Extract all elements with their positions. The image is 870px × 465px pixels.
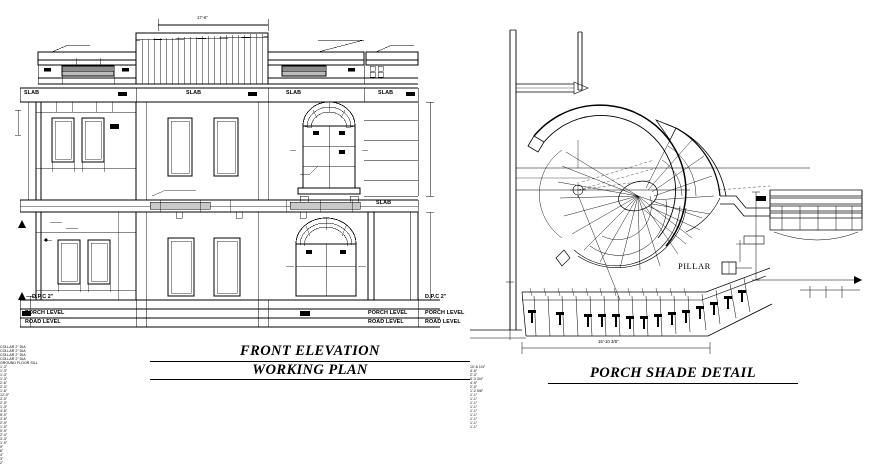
collar-note-4: COLLAR 2" DIA <box>0 357 26 361</box>
road-level-label-left: ROAD LEVEL <box>25 319 61 325</box>
radius-dim-2: 4'-6" <box>470 369 478 373</box>
right-dim-1: 3'-0" <box>0 397 8 401</box>
front-elevation-panel: 17'-6" COLLAR 2" DIA COLLAR 2" DIA COLLA… <box>0 0 464 465</box>
panel-dim-3: 1'-3" <box>0 373 8 377</box>
left-title-line2: WORKING PLAN <box>150 362 470 380</box>
front-elevation-linework <box>15 19 440 328</box>
left-dim-b: 2'-3" <box>0 385 8 389</box>
right-drawing-title: PORCH SHADE DETAIL <box>548 365 798 384</box>
left-dim-a: 2'-6" <box>0 381 8 385</box>
panel-dim-2: 1'-3" <box>0 369 8 373</box>
road-level-label-right: ROAD LEVEL <box>425 319 461 325</box>
ground-floor-note: GROUND FLOOR SILL <box>0 361 38 365</box>
slab-label-4: SLAB <box>378 90 394 96</box>
pillar-label: PILLAR <box>678 261 711 271</box>
bottom-width-dimension: 15'-10 3/8" <box>598 339 619 344</box>
slab-label-5: SLAB <box>376 200 392 206</box>
left-dim-c: 1'-6" <box>0 389 8 393</box>
rib-dim-d: 1'-1" <box>470 405 478 409</box>
right-dim-height: 4'-9" <box>470 381 478 385</box>
radius-dim-3: 2'-3" <box>470 373 478 377</box>
overall-width-dimension: 17'-6" <box>197 15 208 20</box>
rib-dim-b: 1'-1" <box>470 397 478 401</box>
porch-level-label-mid: PORCH LEVEL <box>368 310 408 316</box>
panel-dim-1: 1'-3" <box>0 365 8 369</box>
left-title-line1: FRONT ELEVATION <box>150 343 470 362</box>
rib-dim-a: 1'-1" <box>470 393 478 397</box>
right-dim-width: 6'-3 3/4" <box>470 377 484 381</box>
right-dim-4: 4'-6" <box>0 409 8 413</box>
slab-label-2: SLAB <box>186 90 202 96</box>
porch-level-label-left: PORCH LEVEL <box>25 310 65 316</box>
porch-shade-linework <box>470 29 863 354</box>
radius-dim-1: 10'-6 1/4" <box>470 365 486 369</box>
slab-label-3: SLAB <box>286 90 302 96</box>
collar-note-1: COLLAR 2" DIA <box>0 345 26 349</box>
road-level-label-mid: ROAD LEVEL <box>368 319 404 325</box>
collar-note-3: COLLAR 2" DIA <box>0 353 26 357</box>
dpc-label-left: D.P.C 2" <box>32 294 54 300</box>
right-dim-small: 2'-0" <box>470 385 478 389</box>
right-dim-2: 2'-0" <box>0 401 8 405</box>
dpc-label-right: D.P.C 2" <box>425 294 447 300</box>
panel-dim-4: 1'-3" <box>0 377 8 381</box>
right-chain-dim: 12'-0" <box>0 393 10 397</box>
right-title-line1: PORCH SHADE DETAIL <box>548 365 798 384</box>
porch-level-label-right: PORCH LEVEL <box>425 310 465 316</box>
rib-dim-i: 1'-1" <box>470 425 478 429</box>
collar-note-2: COLLAR 2" DIA <box>0 349 26 353</box>
mid-dim-1: 2" <box>0 461 4 465</box>
rib-dim-e: 1'-1" <box>470 409 478 413</box>
right-dim-3: 1'-3" <box>0 405 8 409</box>
left-dim-1: 1'-2 5/8" <box>470 389 484 393</box>
left-drawing-title: FRONT ELEVATION WORKING PLAN <box>150 343 470 380</box>
porch-shade-panel: PILLAR 15'-10 3/8" 10'-6 1/4" 4'-6" 2'-3… <box>470 0 870 429</box>
rib-dim-c: 1'-1" <box>470 401 478 405</box>
slab-label-1: SLAB <box>24 90 40 96</box>
